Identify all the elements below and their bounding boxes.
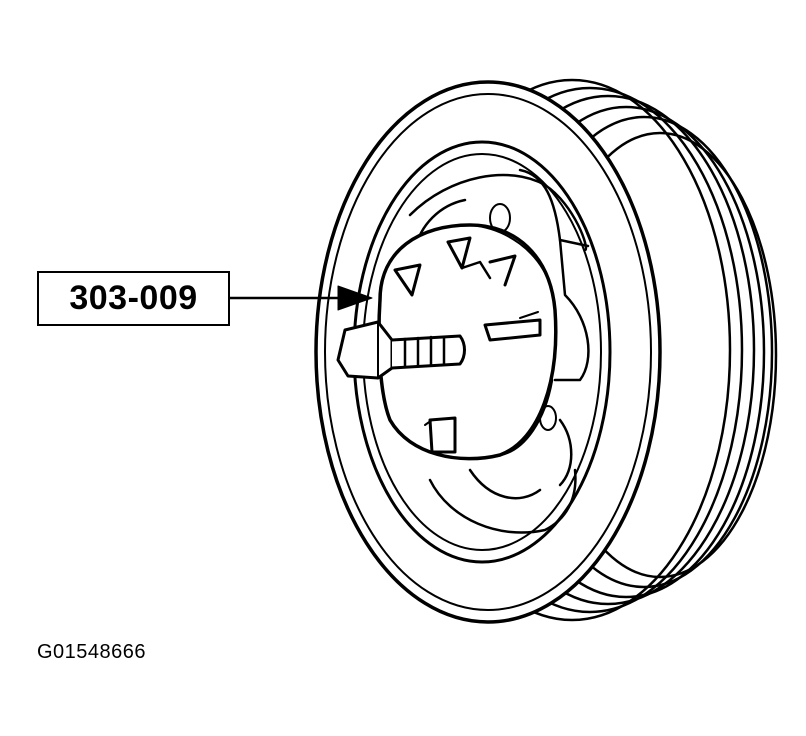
figure-code: G01548666 xyxy=(37,641,147,663)
arrow-icon xyxy=(337,285,373,311)
callout-arrow xyxy=(228,285,373,311)
pulley-hub xyxy=(408,168,590,534)
bolt xyxy=(336,320,466,380)
tool-callout: 303-009 xyxy=(37,271,230,326)
tool-number-label: 303-009 xyxy=(69,279,198,317)
holding-tool xyxy=(377,223,558,461)
